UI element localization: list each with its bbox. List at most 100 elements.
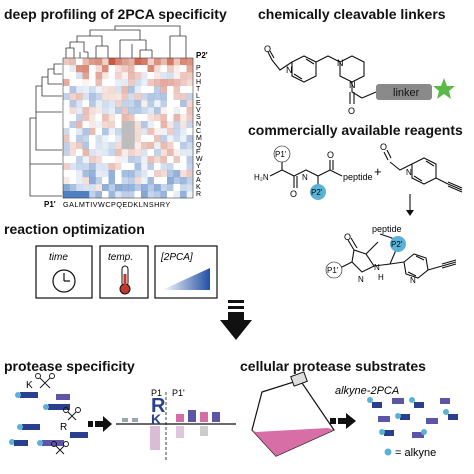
- heatmap-cell: [69, 135, 77, 143]
- heatmap-cell: [160, 128, 168, 136]
- heatmap-cell: [186, 191, 194, 199]
- heatmap-cell: [108, 128, 116, 136]
- heatmap-cell: [128, 156, 135, 164]
- heatmap-cell: [167, 100, 174, 108]
- heatmap-cell: [82, 128, 90, 136]
- heatmap-cell: [154, 79, 161, 87]
- heatmap-cell: [160, 72, 168, 80]
- heatmap-cell: [108, 156, 116, 164]
- heatmap-cell: [63, 128, 70, 136]
- heatmap-cell: [128, 128, 135, 136]
- heatmap-p1-label: P1': [44, 200, 56, 209]
- heatmap-cell: [95, 72, 103, 80]
- heatmap-cell: [128, 72, 135, 80]
- heatmap-cell: [121, 142, 129, 150]
- heatmap-cell: [76, 79, 83, 87]
- heatmap-cell: [160, 121, 168, 129]
- heatmap-cell: [141, 58, 148, 66]
- heatmap-cell: [69, 114, 77, 122]
- heatmap-cell: [89, 86, 96, 94]
- heatmap-cell: [76, 135, 83, 143]
- heatmap-row-label: Q: [196, 142, 202, 149]
- heatmap-cell: [180, 135, 187, 143]
- heatmap-cell: [180, 86, 187, 94]
- heatmap-cell: [173, 58, 181, 66]
- heatmap-cell: [180, 191, 187, 199]
- heatmap-cell: [63, 121, 70, 129]
- heatmap-cell: [95, 107, 103, 115]
- heatmap-cell: [69, 100, 77, 108]
- heatmap-cell: [121, 163, 129, 171]
- heatmap-cell: [95, 177, 103, 185]
- heatmap-cell: [82, 142, 90, 150]
- heatmap-cell: [108, 107, 116, 115]
- heatmap-cell: [167, 58, 174, 66]
- heatmap-cell: [121, 107, 129, 115]
- heatmap-bottom-residues: GALMTIVWCPQEDKLNSHRY: [63, 200, 171, 209]
- heatmap-cell: [108, 142, 116, 150]
- reagent-n-1: N: [302, 173, 308, 182]
- heatmap-cell: [115, 177, 122, 185]
- heatmap-cell: [186, 184, 194, 192]
- heatmap-cell: [89, 107, 96, 115]
- heatmap-cell: [180, 93, 187, 101]
- heatmap-cell: [141, 128, 148, 136]
- heatmap-cell: [121, 191, 129, 199]
- heatmap-cell: [115, 163, 122, 171]
- heatmap-cell: [102, 93, 109, 101]
- heatmap-cell: [173, 142, 181, 150]
- heatmap-cell: [102, 170, 109, 178]
- heatmap-cell: [102, 72, 109, 80]
- heatmap-cell: [154, 135, 161, 143]
- heatmap-cell: [147, 149, 155, 157]
- heatmap-cell: [186, 93, 194, 101]
- heatmap-cell: [167, 135, 174, 143]
- heatmap-cell: [95, 93, 103, 101]
- heatmap-cell: [180, 100, 187, 108]
- heatmap-cell: [147, 191, 155, 199]
- heatmap-cell: [82, 184, 90, 192]
- heatmap-cell: [186, 79, 194, 87]
- heatmap-cell: [141, 114, 148, 122]
- heatmap-cell: [89, 100, 96, 108]
- heatmap-cell: [154, 128, 161, 136]
- heatmap-cell: [173, 163, 181, 171]
- heatmap-cell: [147, 163, 155, 171]
- heatmap-cell: [115, 86, 122, 94]
- heatmap-cell: [89, 72, 96, 80]
- star-icon: [433, 78, 455, 99]
- title-protease-specificity: protease specificity: [4, 358, 135, 374]
- heatmap-cell: [69, 79, 77, 87]
- heatmap-cell: [134, 156, 142, 164]
- heatmap-cell: [141, 72, 148, 80]
- heatmap-cell: [134, 107, 142, 115]
- heatmap-cell: [186, 142, 194, 150]
- heatmap-cell: [76, 86, 83, 94]
- heatmap-cell: [115, 142, 122, 150]
- heatmap-cell: [108, 121, 116, 129]
- heatmap-cell: [160, 58, 168, 66]
- heatmap-cell: [108, 79, 116, 87]
- heatmap-cell: [134, 163, 142, 171]
- alkyne-legend-label: = alkyne: [395, 447, 436, 459]
- heatmap-cell: [63, 156, 70, 164]
- heatmap-cell: [115, 65, 122, 73]
- heatmap-cell: [141, 149, 148, 157]
- reagent-plus: +: [374, 164, 382, 179]
- heatmap-cell: [180, 107, 187, 115]
- heatmap-cell: [95, 121, 103, 129]
- heatmap-cell: [134, 79, 142, 87]
- heatmap-cell: [108, 177, 116, 185]
- heatmap-cell: [102, 191, 109, 199]
- heatmap-cell: [69, 121, 77, 129]
- heatmap-cell: [128, 163, 135, 171]
- heatmap-cell: [128, 170, 135, 178]
- heatmap-cell: [147, 86, 155, 94]
- heatmap-cell: [82, 79, 90, 87]
- heatmap-row-label: H: [196, 79, 201, 86]
- specificity-k-label: K: [26, 380, 33, 391]
- heatmap-cell: [89, 149, 96, 157]
- heatmap-cell: [102, 177, 109, 185]
